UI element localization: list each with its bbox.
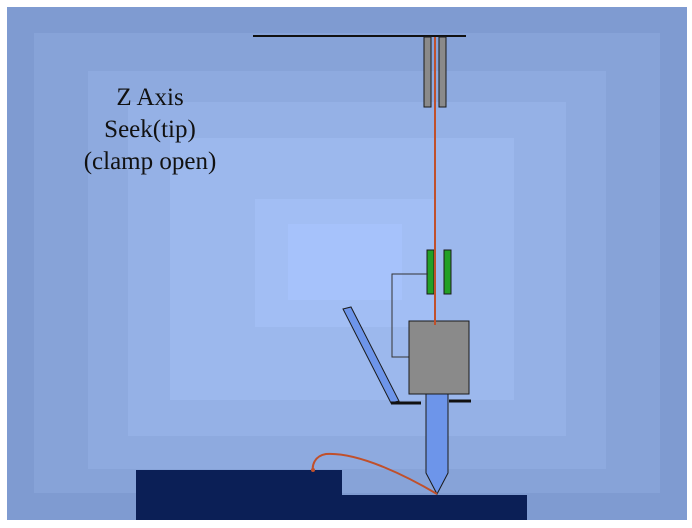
clamp-left-jaw xyxy=(426,249,435,295)
clamp-right-jaw xyxy=(443,249,452,295)
caption-line-1: Z Axis xyxy=(116,84,184,111)
wire-guide xyxy=(423,36,447,108)
workpiece xyxy=(136,470,527,520)
wire-guide-left-tube xyxy=(423,36,432,108)
angled-guide-arm xyxy=(342,306,400,404)
electrode-probe xyxy=(425,393,449,496)
caption-line-2: Seek(tip) xyxy=(104,116,196,143)
wire-guide-right-tube xyxy=(438,36,447,108)
clamp-link-line xyxy=(391,273,428,358)
slide-caption: Z Axis Seek(tip) (clamp open) xyxy=(60,82,240,178)
wire-contact-point xyxy=(311,468,315,472)
wire-contact-curve xyxy=(311,452,438,495)
carriage-block xyxy=(408,320,470,395)
caption-line-3: (clamp open) xyxy=(83,148,217,175)
